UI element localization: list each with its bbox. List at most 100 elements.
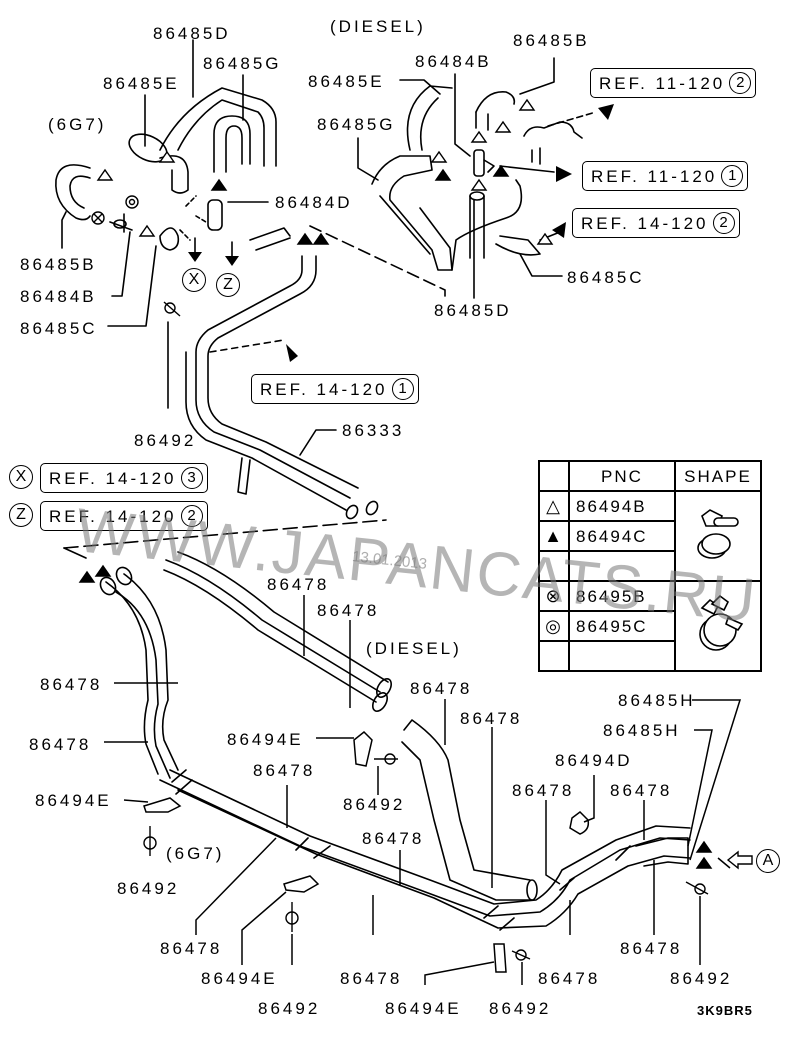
hose-86485D-left [159, 87, 277, 167]
bolt-86492-left-icon [143, 826, 157, 856]
part-label-86478[interactable]: 86478 [362, 829, 425, 848]
part-label-86492[interactable]: 86492 [489, 999, 552, 1018]
arrow-down-z [225, 256, 239, 266]
legend-pnc[interactable]: 86495B [568, 580, 676, 612]
part-label-86492[interactable]: 86492 [258, 999, 321, 1018]
joint-86484B-right [473, 149, 495, 177]
ref-box-z-14-120-2[interactable]: REF. 14-120 2 [40, 501, 208, 531]
legend-row: △ 86494B [538, 490, 762, 582]
bolt-86492-right-icon [685, 881, 709, 895]
filled-triangle-icon [695, 856, 713, 869]
variant-label-6g7-top: (6G7) [48, 115, 107, 134]
legend-shape-band-clamp [674, 580, 762, 672]
double-circle-icon: ◎ [538, 610, 570, 642]
legend-empty-cell [568, 640, 676, 672]
open-triangle-icon [470, 178, 488, 191]
part-label-86478[interactable]: 86478 [160, 939, 223, 958]
marker-a-icon: A [756, 849, 780, 873]
part-label-86485C[interactable]: 86485C [20, 319, 98, 338]
bracket-86494E-bottom-right-icon [493, 943, 507, 973]
part-label-86478[interactable]: 86478 [29, 735, 92, 754]
part-label-86485D[interactable]: 86485D [153, 24, 231, 43]
circled-x-icon: ⊗ [538, 580, 570, 612]
open-triangle-icon [430, 150, 448, 163]
legend-pnc[interactable]: 86494C [568, 520, 676, 552]
open-triangle-icon [536, 232, 554, 245]
legend-row: ◎ 86495C [538, 610, 761, 642]
part-label-86492[interactable]: 86492 [117, 879, 180, 898]
part-label-86494E[interactable]: 86494E [35, 791, 112, 810]
part-label-86484B[interactable]: 86484B [20, 287, 97, 306]
part-label-86485D[interactable]: 86485D [434, 301, 512, 320]
part-label-86333[interactable]: 86333 [342, 421, 405, 440]
legend-empty-cell [538, 640, 570, 672]
part-label-86494E[interactable]: 86494E [201, 969, 278, 988]
arrow-to-ref-11-120-1 [556, 166, 572, 182]
part-label-86484B[interactable]: 86484B [415, 52, 492, 71]
bolt-86492-bottom-mid-icon [511, 949, 531, 961]
part-label-86494E[interactable]: 86494E [385, 999, 462, 1018]
part-label-86485B[interactable]: 86485B [20, 255, 97, 274]
part-label-86478[interactable]: 86478 [410, 679, 473, 698]
hose-86485E-left [128, 133, 189, 194]
ref-text: REF. 14-120 [260, 379, 388, 399]
part-label-86485B[interactable]: 86485B [513, 31, 590, 50]
ref-circle-number: 1 [391, 378, 414, 400]
hose-86485C-left [159, 227, 180, 251]
part-label-86492[interactable]: 86492 [343, 795, 406, 814]
filled-triangle-icon [94, 564, 112, 577]
variant-label-diesel-mid: (DIESEL) [366, 639, 462, 658]
bolt-86492-bottom-icon [285, 902, 299, 932]
legend-pnc[interactable]: 86494B [568, 490, 676, 522]
open-triangle-icon: △ [538, 490, 570, 522]
marker-x-drawing-icon: X [182, 268, 206, 292]
part-label-86485G[interactable]: 86485G [317, 115, 396, 134]
marker-z-drawing-icon: Z [216, 273, 240, 297]
filled-triangle-icon [312, 232, 330, 245]
part-label-86478[interactable]: 86478 [40, 675, 103, 694]
bolts [143, 301, 709, 961]
part-label-86485G[interactable]: 86485G [203, 54, 282, 73]
open-triangle-icon [138, 224, 156, 237]
ref-text: REF. 11-120 [599, 73, 726, 93]
part-label-86478[interactable]: 86478 [620, 939, 683, 958]
part-label-86478[interactable]: 86478 [538, 969, 601, 988]
ref-box-14-120-1[interactable]: REF. 14-120 1 [251, 374, 419, 404]
part-label-86494D[interactable]: 86494D [555, 751, 633, 770]
legend-row: ⊗ 86495B [538, 580, 762, 672]
part-label-86478[interactable]: 86478 [253, 761, 316, 780]
bracket-86494E-bottom-icon [283, 875, 320, 893]
part-label-86485E[interactable]: 86485E [103, 74, 180, 93]
part-label-86485C[interactable]: 86485C [567, 268, 645, 287]
screw-clamp-icon [697, 508, 739, 559]
open-triangle-icon [518, 98, 536, 111]
bracket-86494E-mid-icon [353, 730, 373, 767]
legend-pnc[interactable]: 86495C [568, 610, 676, 642]
ref-box-11-120-1[interactable]: REF. 11-120 1 [582, 161, 749, 191]
ref-box-x-14-120-3[interactable]: REF. 14-120 3 [40, 463, 208, 493]
part-label-86485H[interactable]: 86485H [618, 691, 696, 710]
part-label-86478[interactable]: 86478 [460, 709, 523, 728]
legend-header-shape: SHAPE [674, 460, 762, 492]
part-label-86485H[interactable]: 86485H [603, 721, 681, 740]
bolt-86492-mid-icon [374, 753, 398, 765]
part-label-86484D[interactable]: 86484D [275, 193, 353, 212]
ref-box-14-120-2-top[interactable]: REF. 14-120 2 [572, 208, 740, 238]
part-label-86478[interactable]: 86478 [317, 601, 380, 620]
ref-circle-number: 2 [180, 505, 203, 527]
part-label-86478[interactable]: 86478 [267, 575, 330, 594]
part-label-86478[interactable]: 86478 [610, 781, 673, 800]
part-label-86478[interactable]: 86478 [512, 781, 575, 800]
leader-lines [104, 595, 742, 985]
band-clamp-icon [699, 594, 744, 651]
part-label-86492[interactable]: 86492 [134, 431, 197, 450]
hose-86485E-right [406, 85, 453, 151]
part-label-86478[interactable]: 86478 [340, 969, 403, 988]
legend-shape-screw-clamp [674, 490, 762, 582]
ref-text: REF. 14-120 [581, 213, 709, 233]
part-label-86485E[interactable]: 86485E [308, 72, 385, 91]
part-label-86494E[interactable]: 86494E [227, 730, 304, 749]
filled-triangle-icon: ▲ [538, 520, 570, 552]
part-label-86492[interactable]: 86492 [670, 969, 733, 988]
ref-box-11-120-2[interactable]: REF. 11-120 2 [590, 68, 757, 98]
